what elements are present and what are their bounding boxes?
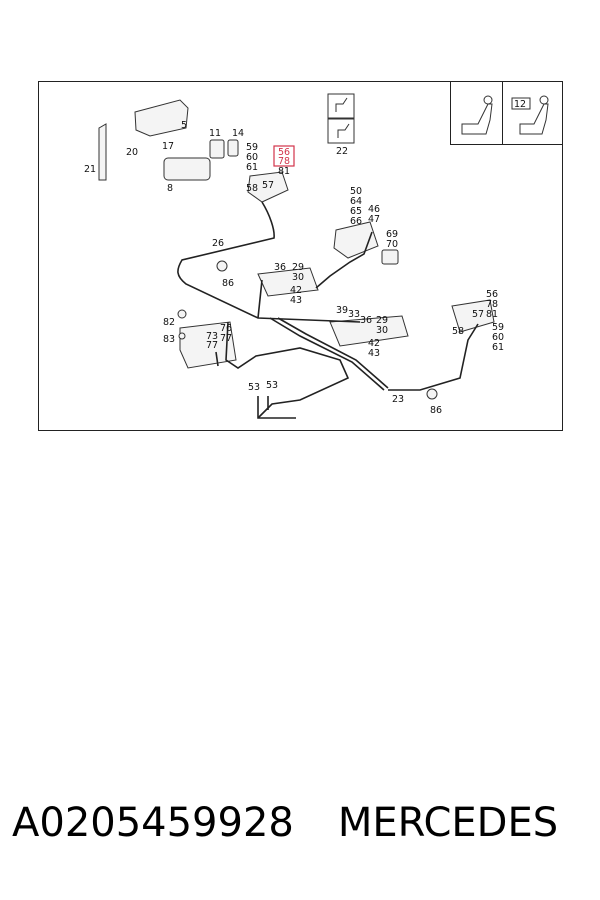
callout-label: 78 <box>486 299 498 310</box>
callout-label: 60 <box>492 332 504 343</box>
callout-label: 8 <box>167 183 173 194</box>
callout-label: 64 <box>350 196 362 207</box>
callout-label: 59 <box>246 142 258 153</box>
seat-icon <box>461 95 493 135</box>
callout-labels: 5 20 17 21 8 11 14 59 60 61 56 78 81 58 … <box>84 99 526 416</box>
callout-label: 21 <box>84 164 96 175</box>
callout-label: 43 <box>368 348 380 359</box>
callout-label: 58 <box>246 183 258 194</box>
callout-label: 59 <box>492 322 504 333</box>
callout-label: 57 <box>262 180 274 191</box>
diagram-frame <box>38 81 563 431</box>
callout-label: 86 <box>222 278 234 289</box>
callout-label: 82 <box>163 317 175 328</box>
callout-label: 29 <box>292 262 304 273</box>
callout-label: 81 <box>278 166 290 177</box>
highlight-box <box>273 145 295 167</box>
callout-label: 29 <box>376 315 388 326</box>
callout-label: 65 <box>350 206 362 217</box>
callout-label: 42 <box>290 285 302 296</box>
callout-label: 56 <box>278 147 290 158</box>
callout-label: 81 <box>486 309 498 320</box>
legend-numbers: 12 <box>514 99 526 110</box>
callout-label: 33 <box>348 309 360 320</box>
seat-panel-left <box>450 81 503 145</box>
callout-label: 30 <box>292 272 304 283</box>
callout-label: 50 <box>350 186 362 197</box>
callout-label: 42 <box>368 338 380 349</box>
callout-label: 36 <box>274 262 286 273</box>
callout-label: 66 <box>350 216 362 227</box>
callout-label: 61 <box>492 342 504 353</box>
harness-wires <box>177 201 479 419</box>
callout-label: 57 <box>472 309 484 320</box>
callout-label: 86 <box>430 405 442 416</box>
callout-label: 36 <box>360 315 372 326</box>
callout-label: 14 <box>232 128 244 139</box>
callout-label: 43 <box>290 295 302 306</box>
callout-label: 26 <box>212 238 224 249</box>
callout-label: 69 <box>386 229 398 240</box>
callout-label: 17 <box>162 141 174 152</box>
callout-label: 53 <box>266 380 278 391</box>
callout-label: 53 <box>248 382 260 393</box>
callout-label: 58 <box>452 326 464 337</box>
callout-label: 70 <box>386 239 398 250</box>
callout-label: 77 <box>220 333 232 344</box>
seat-panel-right <box>502 81 563 145</box>
callout-label: 76 <box>220 323 232 334</box>
part-number: A0205459928 <box>12 800 294 846</box>
brand-name: MERCEDES <box>337 800 559 846</box>
memory-seat-icon <box>511 95 549 135</box>
callout-label: 83 <box>163 334 175 345</box>
callout-label: 78 <box>278 156 290 167</box>
callout-label: 30 <box>376 325 388 336</box>
callout-label: 60 <box>246 152 258 163</box>
callout-label: 5 <box>181 120 187 131</box>
callout-label: 77 <box>206 340 218 351</box>
callout-label: 11 <box>209 128 221 139</box>
callout-label: 73 <box>206 331 218 342</box>
callout-label: 23 <box>392 394 404 405</box>
callout-label: 47 <box>368 214 380 225</box>
callout-label: 56 <box>486 289 498 300</box>
part-caption: A0205459928 MERCEDES <box>12 800 592 870</box>
callout-label: 46 <box>368 204 380 215</box>
component-shapes <box>98 99 495 400</box>
callout-label: 39 <box>336 305 348 316</box>
seat-switch-symbols <box>327 93 355 144</box>
callout-label: 61 <box>246 162 258 173</box>
callout-label: 22 <box>336 146 348 157</box>
wiring-harness-diagram: 5 20 17 21 8 11 14 59 60 61 56 78 81 58 … <box>38 81 563 431</box>
callout-label: 20 <box>126 147 138 158</box>
